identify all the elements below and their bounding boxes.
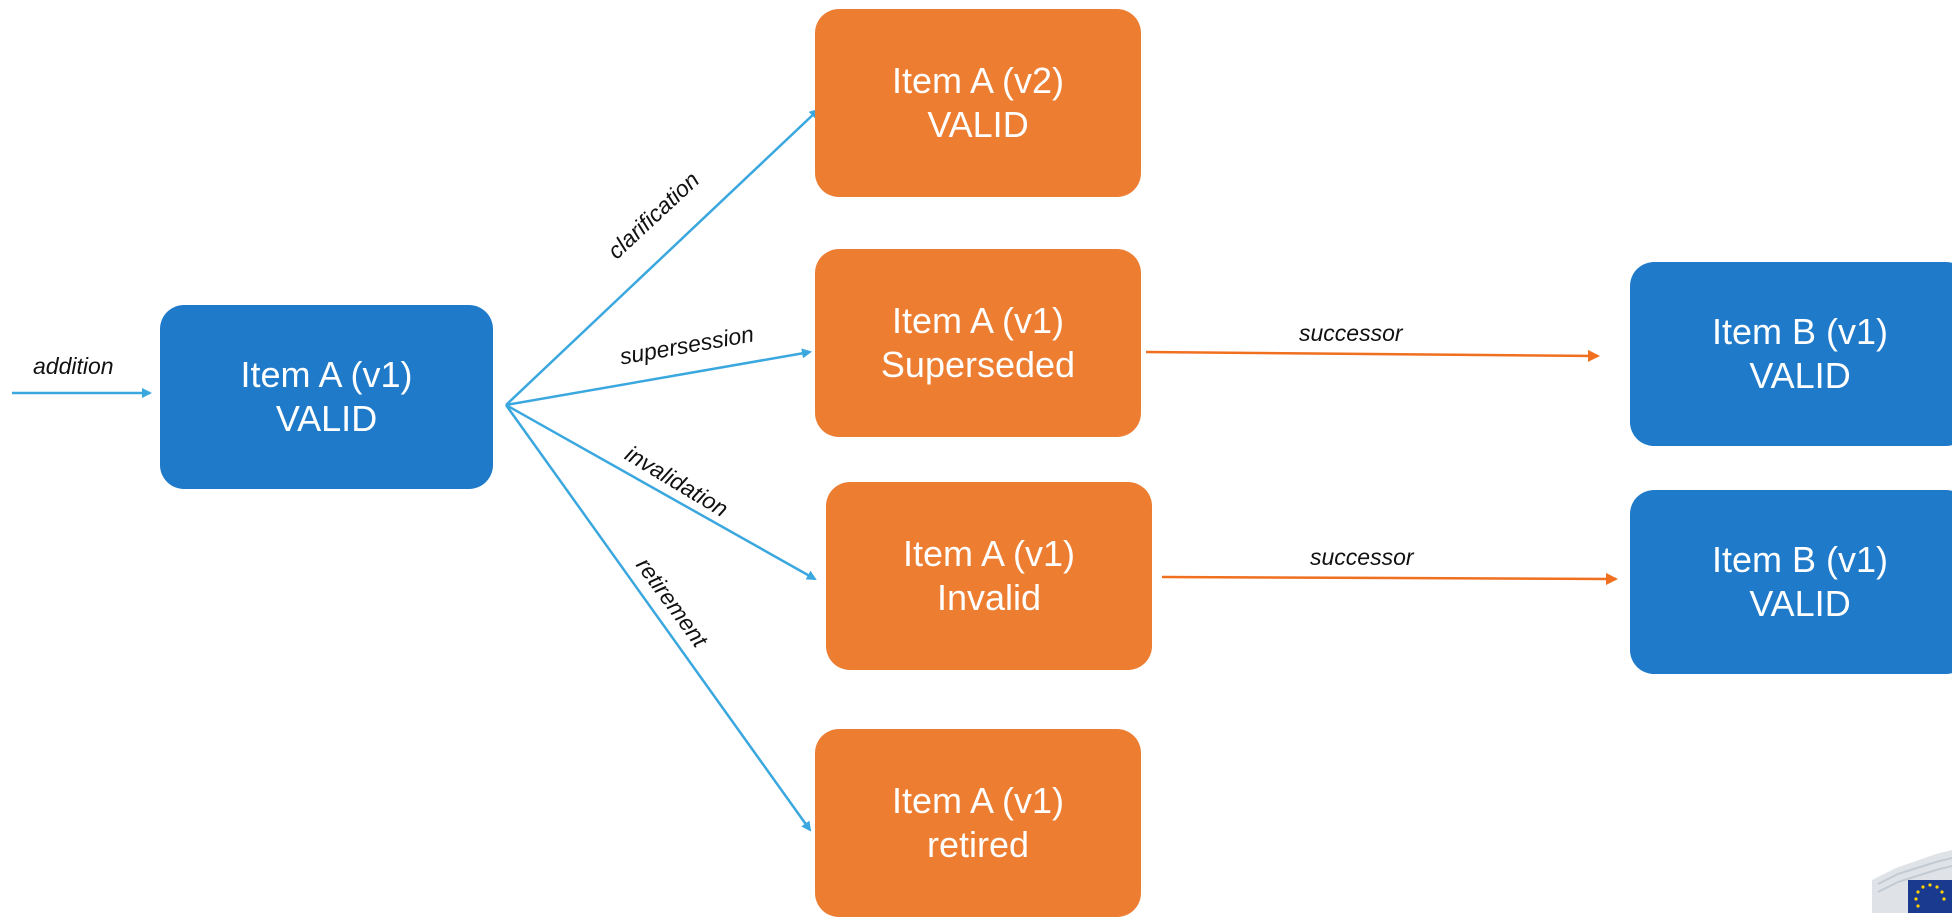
node-line1: Item A (v1) [240, 354, 413, 395]
node-line2: retired [926, 824, 1030, 865]
invalidation-arrow [505, 403, 817, 581]
node-line2: Superseded [880, 344, 1076, 385]
supersession-arrow [505, 348, 812, 407]
node-line1: Item A (v1) [891, 300, 1065, 341]
node-item-a-v2-valid: Item A (v2) VALID [815, 9, 1141, 197]
node-line1: Item A (v2) [891, 60, 1065, 101]
clarification-arrow [505, 108, 820, 406]
edge-label-successor-bottom: successor [1310, 544, 1414, 570]
node-line2: VALID [1749, 355, 1851, 396]
node-item-b-v1-valid-top: Item B (v1) VALID [1630, 262, 1952, 446]
node-line1: Item A (v1) [891, 780, 1065, 821]
node-line2: VALID [927, 104, 1029, 145]
successor-bottom-arrow [1161, 572, 1618, 585]
node-item-a-v1-valid: Item A (v1) VALID [160, 305, 493, 489]
node-line1: Item A (v1) [902, 533, 1076, 574]
retirement-arrow [504, 404, 812, 832]
node-line2: Invalid [936, 577, 1042, 618]
edge-label-addition: addition [33, 353, 114, 379]
node-item-a-v1-retired: Item A (v1) retired [815, 729, 1141, 917]
node-item-b-v1-valid-bottom: Item B (v1) VALID [1630, 490, 1952, 674]
node-line1: Item B (v1) [1711, 539, 1889, 580]
node-line2: VALID [275, 398, 378, 439]
node-line2: VALID [1749, 583, 1851, 624]
node-item-a-v1-superseded: Item A (v1) Superseded [815, 249, 1141, 437]
successor-top-arrow [1145, 349, 1600, 362]
edge-label-successor-top: successor [1299, 320, 1403, 346]
node-item-a-v1-invalid: Item A (v1) Invalid [826, 482, 1152, 670]
node-line1: Item B (v1) [1711, 311, 1889, 352]
eu-commission-logo-icon [1872, 850, 1952, 913]
